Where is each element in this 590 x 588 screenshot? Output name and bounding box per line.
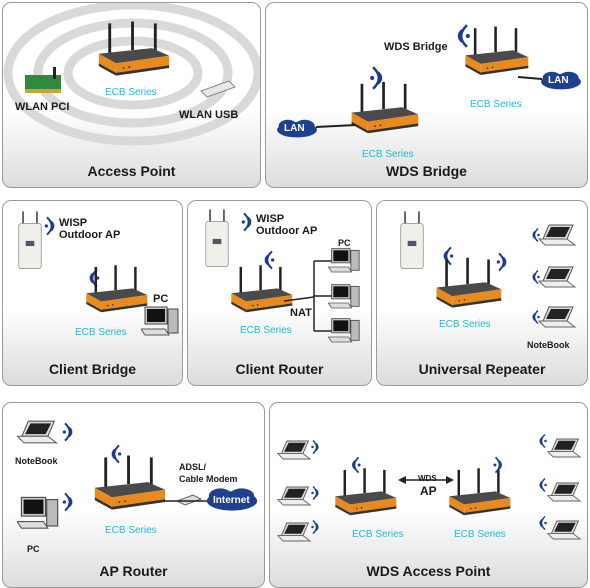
wisp-line1: WISP <box>256 213 285 225</box>
wisp-label: WISP Outdoor AP <box>59 217 120 241</box>
panel-client-router: WISP Outdoor AP ECB Series NAT PC Client… <box>187 200 372 386</box>
router-icon <box>91 455 167 513</box>
outdoor-ap-icon <box>399 211 425 269</box>
pc-icon <box>328 247 362 277</box>
pc-icon <box>328 317 362 347</box>
ecb-series-label: ECB Series <box>240 325 292 336</box>
wave-icon <box>240 211 256 233</box>
wisp-line1: WISP <box>59 217 88 229</box>
notebook-label: NoteBook <box>527 340 570 350</box>
ecb-series-label: ECB Series <box>105 87 157 98</box>
pc-label: PC <box>153 293 169 305</box>
laptop-icon <box>537 305 577 329</box>
laptop-icon <box>546 519 582 541</box>
laptop-icon <box>276 439 312 461</box>
panel-title: AP Router <box>99 563 168 579</box>
panel-client-bridge: WISP Outdoor AP ECB Series PC Client Bri… <box>2 200 183 386</box>
modem-label: ADSL/ Cable Modem <box>179 461 238 485</box>
ecb-series-label: ECB Series <box>105 525 157 536</box>
router-icon <box>332 467 398 519</box>
panel-title: Universal Repeater <box>418 361 546 377</box>
wave-icon <box>310 439 322 455</box>
nat-label: NAT <box>290 307 312 319</box>
laptop-icon <box>15 419 59 445</box>
pc-icon <box>17 495 61 535</box>
panel-access-point: ECB Series WLAN PCI WLAN USB Access Poin… <box>2 2 261 188</box>
laptop-icon <box>276 485 312 507</box>
laptop-icon <box>537 223 577 247</box>
outdoor-ap-icon <box>17 211 43 269</box>
panel-wds-access-point: ECB Series WDS AP ECB Series WDS Access … <box>269 402 588 588</box>
wave-icon <box>310 485 322 501</box>
link-line <box>163 500 215 502</box>
outdoor-ap-icon <box>204 209 230 267</box>
modem-icon <box>175 494 203 506</box>
modem-line1: ADSL/ <box>179 462 206 472</box>
pc-icon <box>328 283 362 313</box>
ap-label: AP <box>420 484 437 498</box>
wlan-pci-label: WLAN PCI <box>15 101 70 113</box>
wave-icon <box>61 421 77 443</box>
wave-icon <box>61 491 77 513</box>
ecb-series-right: ECB Series <box>470 99 522 110</box>
wds-bridge-header: WDS Bridge <box>384 41 448 53</box>
wisp-line2: Outdoor AP <box>59 229 121 241</box>
lan-right-label: LAN <box>548 75 569 86</box>
wlan-usb-label: WLAN USB <box>179 109 239 121</box>
panel-title: Client Router <box>235 361 324 377</box>
wisp-label: WISP Outdoor AP <box>256 213 317 237</box>
wave-icon <box>492 455 506 475</box>
wave-icon <box>43 215 59 237</box>
router-icon <box>433 257 503 311</box>
panel-title: WDS Bridge <box>386 163 467 179</box>
router-icon <box>462 25 530 79</box>
ecb-series-left: ECB Series <box>362 149 414 160</box>
network-lines <box>284 260 332 332</box>
ecb-series-right: ECB Series <box>454 529 506 540</box>
link-line <box>518 76 542 80</box>
ecb-series-left: ECB Series <box>352 529 404 540</box>
pc-label: PC <box>338 238 351 248</box>
router-icon <box>95 21 171 79</box>
router-icon <box>83 265 149 315</box>
pci-card-icon <box>25 67 61 93</box>
wds-label: WDS <box>418 474 437 483</box>
lan-left-label: LAN <box>284 123 305 134</box>
internet-label: Internet <box>213 495 250 506</box>
panel-universal-repeater: ECB Series NoteBook Universal Repeater <box>376 200 588 386</box>
laptop-icon <box>546 481 582 503</box>
link-line <box>316 124 356 128</box>
panel-ap-router: NoteBook PC ECB Series ADSL/ Cable Modem… <box>2 402 265 588</box>
panel-wds-bridge: WDS Bridge ECB Series ECB Series LAN LAN… <box>265 2 588 188</box>
laptop-icon <box>546 437 582 459</box>
panel-title: Access Point <box>87 163 176 179</box>
modem-line2: Cable Modem <box>179 474 238 484</box>
ecb-series-label: ECB Series <box>75 327 127 338</box>
panel-title: WDS Access Point <box>366 563 491 579</box>
laptop-icon <box>276 521 312 543</box>
ecb-series-label: ECB Series <box>439 319 491 330</box>
notebook-label: NoteBook <box>15 456 58 466</box>
pc-icon <box>141 305 181 341</box>
panel-title: Client Bridge <box>48 361 137 377</box>
wisp-line2: Outdoor AP <box>256 225 318 237</box>
laptop-icon <box>537 265 577 289</box>
usb-stick-icon <box>200 80 236 98</box>
router-icon <box>348 81 420 137</box>
wds-link-arrow <box>398 476 454 484</box>
wave-icon <box>310 519 322 535</box>
pc-label: PC <box>27 544 40 554</box>
